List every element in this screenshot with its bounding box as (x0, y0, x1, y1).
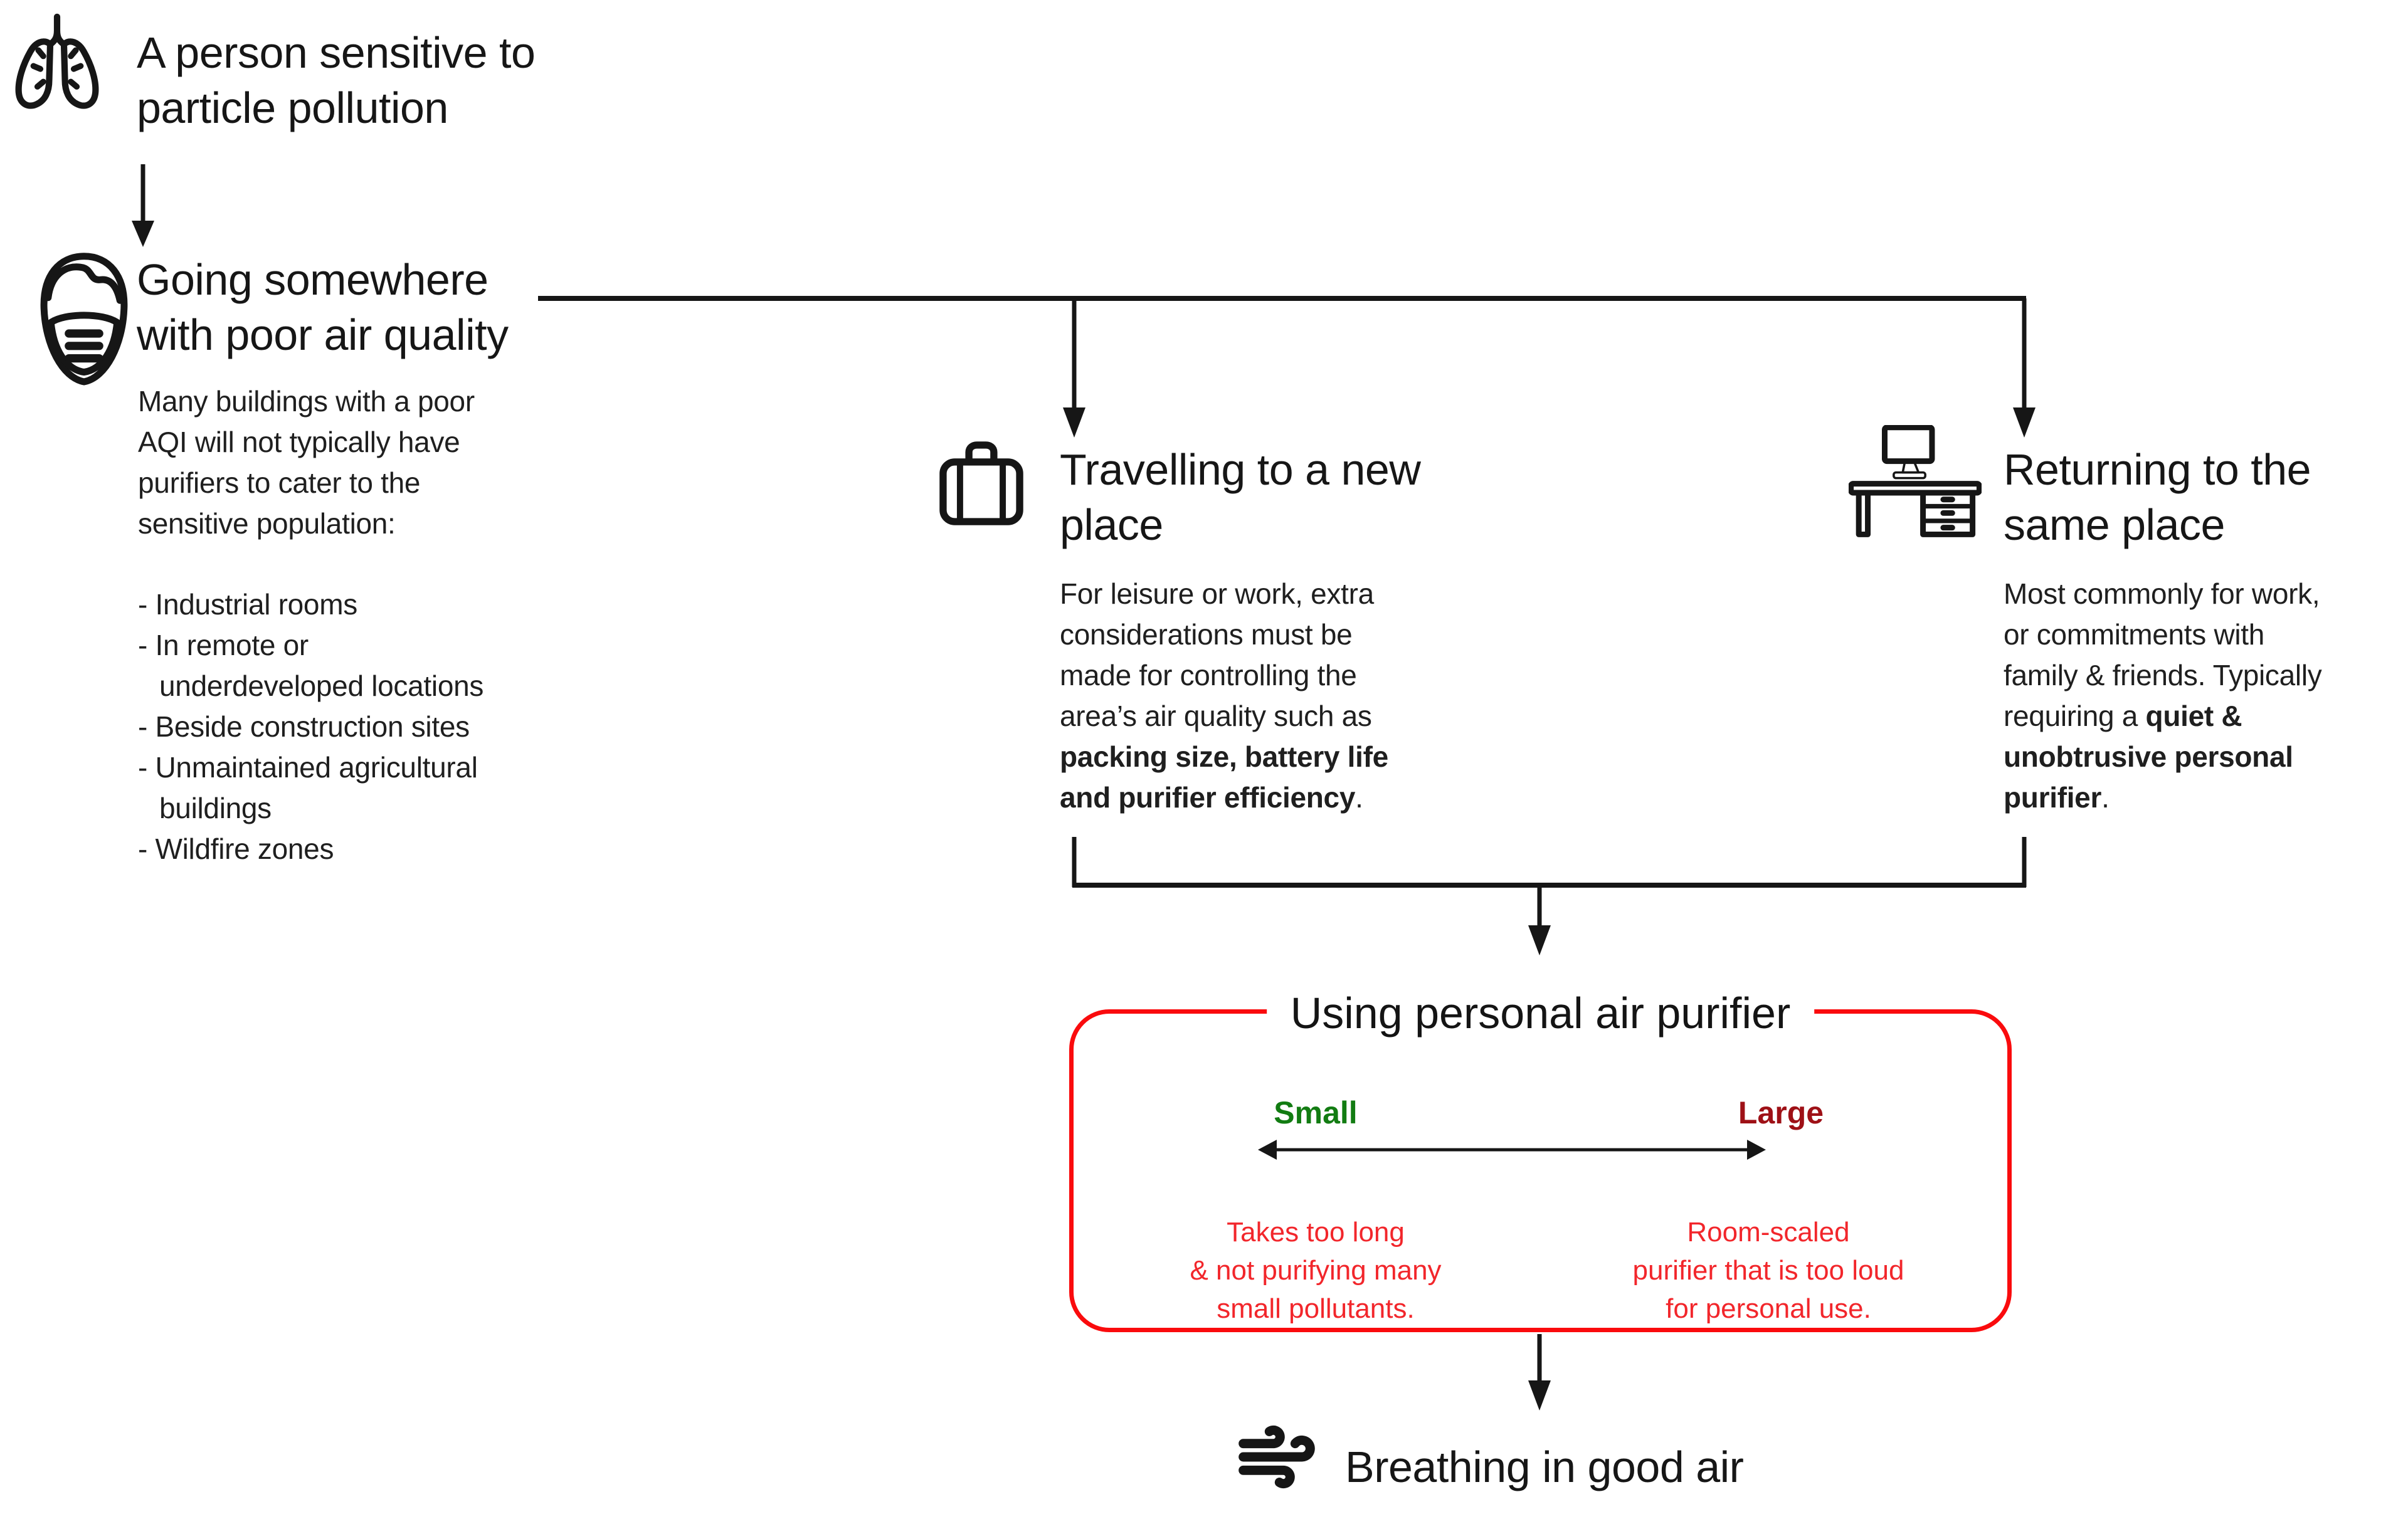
travel-description-text: For leisure or work, extra consideration… (1060, 577, 1374, 732)
poor-aqi-locations-list: - Industrial rooms - In remote or underd… (138, 584, 564, 870)
travel-title: Travelling to a new place (1060, 445, 1421, 549)
desk-computer-icon (1849, 425, 1982, 537)
purifier-tradeoff-box: Using personal air purifier Small Large … (1069, 985, 2012, 1332)
travel-description-bold: packing size, battery life and purifier … (1060, 740, 1388, 814)
large-purifier-note: Room-scaled purifier that is too loud fo… (1632, 1217, 1904, 1324)
lungs-icon (15, 13, 99, 109)
step2-description: Many buildings with a poor AQI will not … (138, 385, 475, 540)
list-item: - Unmaintained agricultural buildings (138, 751, 478, 824)
return-description-end: . (2101, 781, 2110, 814)
list-item: - In remote or underdeveloped locations (138, 629, 484, 702)
return-description-bold: quiet & unobtrusive personal purifier (2004, 700, 2293, 814)
masked-person-icon (40, 253, 128, 386)
purifier-box-title: Using personal air purifier (1266, 985, 1815, 1041)
return-description: Most commonly for work, or commitments w… (2004, 574, 2405, 818)
final-title: Breathing in good air (1345, 1443, 1744, 1491)
return-description-text: Most commonly for work, or commitments w… (2004, 577, 2322, 732)
list-item: - Wildfire zones (138, 833, 334, 865)
wind-icon (1238, 1425, 1315, 1489)
scale-small-label: Small (1274, 1095, 1358, 1130)
list-item: - Industrial rooms (138, 588, 357, 621)
return-title: Returning to the same place (2004, 445, 2311, 549)
travel-description-end: . (1355, 781, 1363, 814)
step2-title: Going somewhere with poor air quality (137, 255, 509, 359)
scale-large-label: Large (1738, 1095, 1824, 1130)
travel-description: For leisure or work, extra consideration… (1060, 574, 1461, 818)
step1-title: A person sensitive to particle pollution (137, 28, 536, 132)
small-purifier-note: Takes too long & not purifying many smal… (1190, 1217, 1442, 1324)
suitcase-icon (939, 441, 1023, 525)
list-item: - Beside construction sites (138, 710, 470, 743)
